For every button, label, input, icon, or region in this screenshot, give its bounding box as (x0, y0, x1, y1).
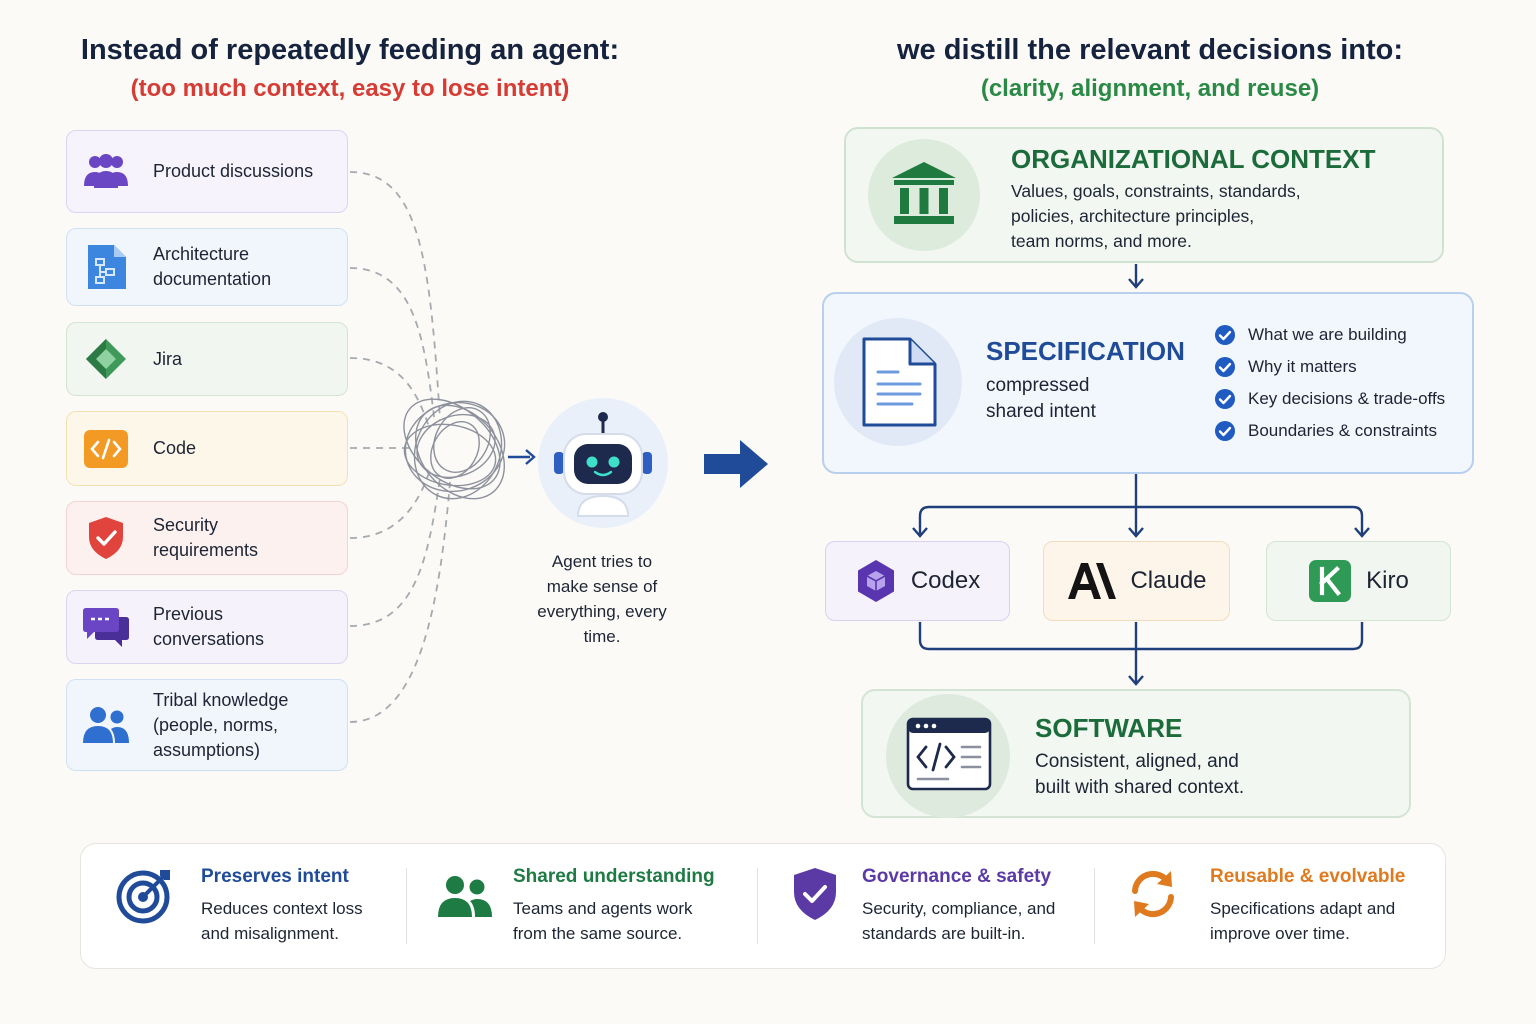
refresh-cycle-icon (1132, 870, 1174, 918)
check-item-label: Why it matters (1248, 357, 1357, 376)
anthropic-logo-icon (1068, 563, 1117, 599)
source-card-previous-conversations: Previous conversations (66, 590, 348, 664)
tool-name: Kiro (1366, 567, 1409, 594)
check-item-label: What we are building (1248, 325, 1407, 344)
source-card-code: Code (66, 411, 348, 486)
source-label: Architecture documentation (153, 244, 272, 289)
org-description: Values, goals, constraints, standards, p… (1011, 181, 1301, 251)
check-circle-icon (1215, 421, 1235, 441)
kiro-k-icon (1309, 560, 1352, 602)
source-label: Security requirements (153, 515, 259, 560)
right-heading: we distill the relevant decisions into: (897, 34, 1403, 66)
spec-title: SPECIFICATION (986, 336, 1185, 366)
software-title: SOFTWARE (1035, 713, 1183, 743)
source-card-tribal-knowledge: Tribal knowledge (people, norms, assumpt… (66, 679, 348, 771)
check-item-label: Boundaries & constraints (1248, 421, 1437, 440)
spec-check-item: Boundaries & constraints (1214, 420, 1437, 442)
robot-icon (554, 412, 652, 517)
source-label: Code (153, 438, 197, 458)
left-subheading: (too much context, easy to lose intent) (130, 75, 570, 102)
right-subheading: (clarity, alignment, and reuse) (980, 75, 1320, 102)
benefit-description: Security, compliance, and standards are … (862, 899, 1056, 943)
check-circle-icon (1215, 325, 1235, 345)
benefit-title: Reusable & evolvable (1210, 866, 1406, 887)
benefit-preserves-intent: Preserves intent Reduces context loss an… (201, 866, 363, 946)
check-circle-icon (1215, 389, 1235, 409)
specification-document-icon (862, 337, 937, 427)
code-window-icon (906, 717, 992, 791)
check-circle-icon (1215, 357, 1235, 377)
left-heading: Instead of repeatedly feeding an agent: (80, 34, 620, 66)
diagram-document-icon (81, 242, 131, 292)
source-card-security-requirements: Security requirements (66, 501, 348, 575)
spec-check-item: Why it matters (1214, 356, 1357, 378)
spec-check-item: Key decisions & trade-offs (1214, 388, 1445, 410)
tool-card-codex: Codex (825, 541, 1010, 621)
tool-name: Codex (910, 567, 981, 594)
tool-card-kiro: Kiro (1266, 541, 1451, 621)
jira-icon (81, 334, 131, 384)
shield-check-icon (794, 868, 836, 920)
tangle-scribble (403, 398, 506, 500)
shield-check-icon (81, 513, 131, 563)
spec-description: compressed shared intent (986, 375, 1096, 422)
people-icon (438, 876, 492, 917)
benefit-title: Governance & safety (862, 866, 1052, 887)
check-item-label: Key decisions & trade-offs (1248, 389, 1446, 408)
benefit-divider (1094, 868, 1095, 944)
benefit-description: Reduces context loss and misalignment. (201, 899, 363, 943)
benefit-shared-understanding: Shared understanding Teams and agents wo… (513, 866, 715, 946)
source-card-architecture-documentation: Architecture documentation (66, 228, 348, 306)
benefit-title: Preserves intent (201, 866, 349, 887)
people-group-icon (81, 147, 131, 197)
org-title: ORGANIZATIONAL CONTEXT (1011, 144, 1376, 174)
benefit-governance-safety: Governance & safety Security, compliance… (862, 866, 1055, 946)
code-brackets-icon (81, 424, 131, 474)
software-description: Consistent, aligned, and built with shar… (1035, 751, 1245, 798)
people-pair-icon (81, 700, 131, 750)
source-card-product-discussions: Product discussions (66, 130, 348, 213)
source-label: Previous conversations (153, 604, 265, 649)
source-label: Product discussions (153, 161, 314, 181)
tool-name: Claude (1130, 567, 1207, 594)
benefit-title: Shared understanding (513, 866, 715, 887)
spec-check-item: What we are building (1214, 324, 1407, 346)
source-label: Tribal knowledge (people, norms, assumpt… (153, 689, 289, 760)
benefit-divider (757, 868, 758, 944)
benefit-divider (406, 868, 407, 944)
benefits-bar (80, 843, 1446, 969)
benefit-reusable-evolvable: Reusable & evolvable Specifications adap… (1210, 866, 1405, 946)
chat-bubbles-icon (81, 602, 131, 652)
tool-card-claude: Claude (1043, 541, 1230, 621)
benefit-description: Specifications adapt and improve over ti… (1210, 899, 1396, 943)
source-card-jira: Jira (66, 322, 348, 396)
source-label: Jira (153, 348, 183, 369)
agent-caption: Agent tries to make sense of everything,… (537, 552, 667, 646)
transform-arrow-icon (704, 440, 768, 488)
target-icon (116, 870, 170, 924)
codex-hexagon-icon (857, 560, 894, 602)
benefit-description: Teams and agents work from the same sour… (513, 899, 693, 943)
institution-building-icon (892, 162, 956, 224)
